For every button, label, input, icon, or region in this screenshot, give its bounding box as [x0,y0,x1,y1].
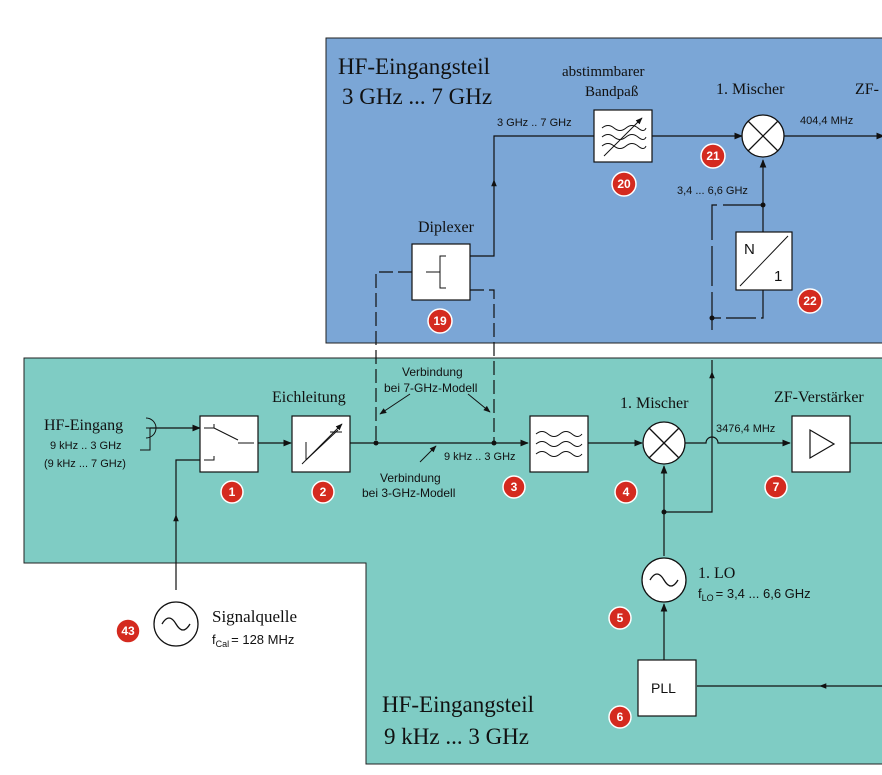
lo-freq-value: = 3,4 ... 6,6 GHz [716,586,811,601]
divider-1: 1 [774,268,782,285]
if-amplifier-block [791,415,851,473]
divider-n: N [744,241,755,258]
svg-text:2: 2 [320,485,327,499]
signal-source-icon [153,601,199,647]
lo-freq-f: f [698,586,702,601]
badge-7: 7 [764,475,788,499]
freq-9k-3g-label: 9 kHz .. 3 GHz [444,451,516,463]
badge-22: 22 [797,288,823,314]
hf-input-range-alt: (9 kHz ... 7 GHz) [44,458,126,470]
badge-21: 21 [700,143,726,169]
lower-mixer-icon [642,421,686,465]
svg-text:fLO= 3,4 ... 6,6 GHz: fLO= 3,4 ... 6,6 GHz [698,586,811,603]
cal-sub: Cal [216,639,230,649]
freq-3-7-label: 3 GHz .. 7 GHz [497,117,572,129]
diplexer-block [411,243,471,301]
lowpass-filter-block [529,415,589,473]
if-amplifier-label: ZF-Verstärker [774,389,864,406]
upper-title-line1: HF-Eingangsteil [338,54,490,79]
svg-text:19: 19 [433,314,447,328]
conn7-label-1: Verbindung [402,365,463,379]
freq-3476-label: 3476,4 MHz [716,423,775,435]
svg-text:1: 1 [229,485,236,499]
tunable-bandpass-block [593,109,653,163]
diplexer-label: Diplexer [418,219,475,236]
svg-text:7: 7 [773,480,780,494]
attenuator-block [291,415,351,473]
svg-text:21: 21 [706,149,720,163]
pll-label: PLL [651,680,676,696]
upper-title-line2: 3 GHz ... 7 GHz [342,84,492,109]
svg-text:22: 22 [803,294,817,308]
freq-404-label: 404,4 MHz [800,115,853,127]
badge-1: 1 [220,480,244,504]
badge-3: 3 [502,475,526,499]
svg-text:43: 43 [121,624,135,638]
input-switch-block [199,415,259,473]
freq-lo-upper-label: 3,4 ... 6,6 GHz [677,185,748,197]
local-oscillator-icon [641,557,687,603]
conn3-label-1: Verbindung [380,471,441,485]
pll-block: PLL [637,659,697,717]
svg-text:3: 3 [511,480,518,494]
badge-4: 4 [614,480,638,504]
lower-title-line2: 9 kHz ... 3 GHz [384,724,529,749]
conn7-label-2: bei 7-GHz-Modell [384,381,477,395]
lo-label: 1. LO [698,565,735,582]
svg-text:fCal= 128 MHz: fCal= 128 MHz [212,632,294,649]
badge-5: 5 [608,606,632,630]
badge-19: 19 [427,308,453,334]
lo-freq-sub: LO [702,593,714,603]
badge-43: 43 [115,618,141,644]
svg-text:4: 4 [623,485,630,499]
upper-zf-label: ZF- [855,81,879,98]
badge-6: 6 [608,705,632,729]
lower-title-line1: HF-Eingangsteil [382,692,534,717]
hf-input-range: 9 kHz .. 3 GHz [50,440,122,452]
frequency-divider-block: N 1 [735,231,793,291]
upper-mixer-label: 1. Mischer [716,81,785,98]
lower-mixer-label: 1. Mischer [620,395,689,412]
badge-2: 2 [311,480,335,504]
attenuator-label: Eichleitung [272,389,346,406]
badge-20: 20 [611,171,637,197]
cal-f: f [212,632,216,647]
svg-text:6: 6 [617,710,624,724]
bandpass-label-1: abstimmbarer [562,64,644,80]
conn3-label-2: bei 3-GHz-Modell [362,486,455,500]
cal-value: = 128 MHz [231,632,294,647]
upper-mixer-icon [741,114,785,158]
bandpass-label-2: Bandpaß [585,84,638,100]
hf-input-label: HF-Eingang [44,417,123,434]
svg-text:20: 20 [617,177,631,191]
signal-source-label: Signalquelle [212,607,297,626]
svg-text:5: 5 [617,611,624,625]
